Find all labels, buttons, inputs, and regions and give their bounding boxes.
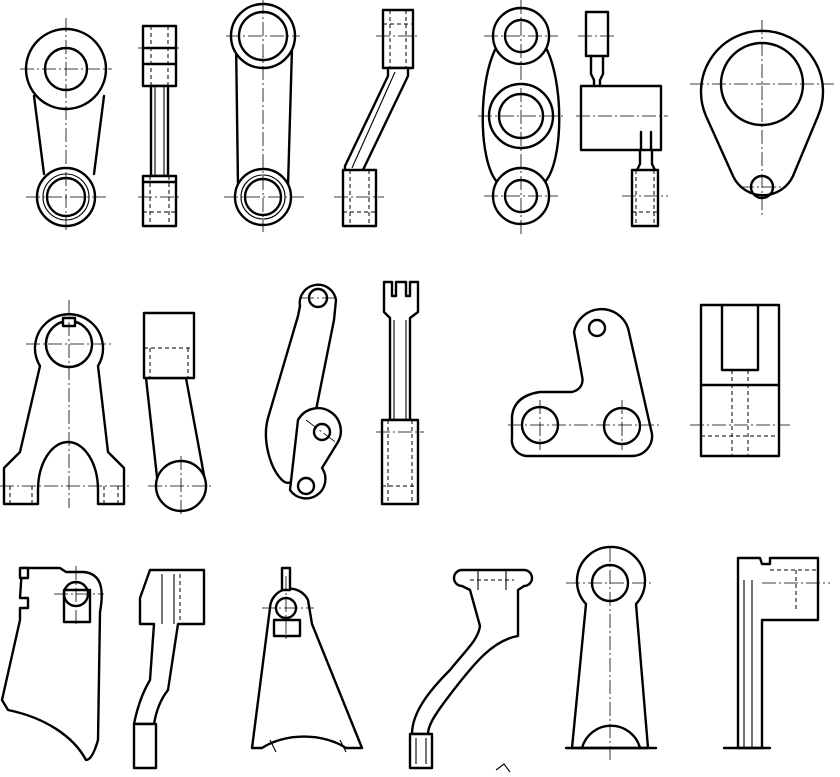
bell-crank-side-view	[690, 303, 790, 458]
shift-fork-1-front-view	[0, 566, 104, 762]
lever-arm-2-front-view	[224, 0, 304, 232]
lever-arm-1-side-view	[138, 24, 182, 228]
curved-lever-front-view	[264, 283, 343, 500]
cranked-arm-front-view	[408, 568, 534, 770]
fork-arm-2-side-view	[722, 556, 830, 750]
curved-lever-side-view	[376, 280, 424, 506]
lever-arm-2-side-view	[334, 8, 420, 228]
fork-arm-1-front-view	[0, 300, 130, 508]
fork-arm-1-side-view	[142, 311, 214, 516]
three-hole-link-front-view	[478, 0, 564, 234]
lever-arm-1-front-view	[20, 18, 112, 232]
cam-plate-front-view	[690, 20, 834, 216]
three-hole-link-side-view	[576, 10, 668, 228]
shift-fork-1-side-view	[132, 568, 206, 770]
fork-arm-2-front-view	[564, 545, 658, 760]
bell-crank-front-view	[508, 307, 660, 458]
shift-fork-2-front-view	[250, 566, 364, 753]
bottom-edge-mark	[495, 763, 511, 773]
